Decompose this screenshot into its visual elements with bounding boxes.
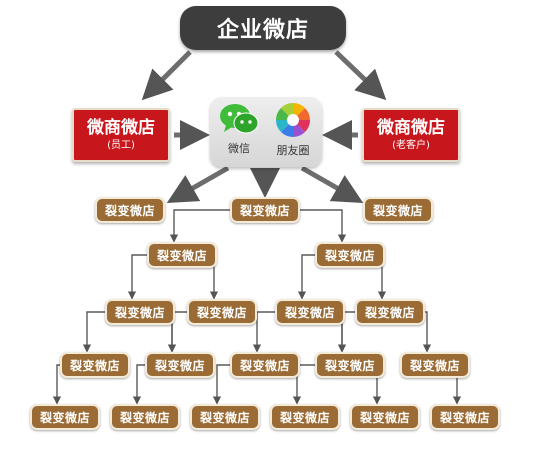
fission-shop-label: 裂变微店 [239, 358, 290, 373]
fission-shop-label: 裂变微店 [156, 248, 207, 263]
wechat-icon [220, 104, 259, 134]
wechat-shop-staff-node: 微商微店 (员工) [72, 108, 170, 162]
fission-shop-label: 裂变微店 [324, 248, 375, 263]
wechat-label: 微信 [228, 142, 250, 155]
fission-shop-node: 裂变微店 [187, 299, 257, 325]
flow-arrow [300, 165, 364, 203]
connector-line [252, 311, 275, 353]
fission-shop-node: 裂变微店 [145, 352, 215, 378]
fission-shop-node: 裂变微店 [110, 404, 180, 430]
enterprise-shop-label: 企业微店 [216, 18, 309, 43]
connector-line [132, 364, 145, 405]
fission-shop-label: 裂变微店 [154, 358, 205, 373]
fission-shop-node: 裂变微店 [430, 404, 500, 430]
fission-shop-node: 裂变微店 [30, 404, 100, 430]
enterprise-shop-node: 企业微店 [180, 6, 346, 50]
fission-shop-label: 裂变微店 [372, 203, 423, 218]
fission-shop-label: 裂变微店 [69, 358, 120, 373]
fission-shop-node: 裂变微店 [400, 352, 470, 378]
fission-shop-node: 裂变微店 [270, 404, 340, 430]
connector-line [82, 311, 105, 353]
flow-arrow [141, 50, 192, 101]
fission-shop-label: 裂变微店 [279, 410, 330, 425]
fission-shop-label: 裂变微店 [114, 305, 165, 320]
moments-label: 朋友圈 [276, 144, 310, 157]
connector-line [127, 254, 147, 300]
fission-shop-label: 裂变微店 [359, 410, 410, 425]
social-hub-node: 微信 朋友圈 [210, 97, 322, 167]
connector-line [169, 209, 230, 243]
connector-line [212, 364, 230, 405]
wechat-shop-customer-node: 微商微店 (老客户) [362, 108, 460, 162]
fission-shop-node: 裂变微店 [230, 352, 300, 378]
fission-shop-label: 裂变微店 [196, 305, 247, 320]
fission-shop-label: 裂变微店 [324, 358, 375, 373]
connector-line [52, 364, 62, 405]
fission-shop-node: 裂变微店 [95, 197, 165, 223]
fission-shop-node: 裂变微店 [315, 352, 385, 378]
fission-shop-label: 裂变微店 [119, 410, 170, 425]
moments-icon [276, 103, 310, 137]
fission-shop-node: 裂变微店 [275, 299, 345, 325]
connector-line [297, 254, 315, 300]
fission-shop-node: 裂变微店 [105, 299, 175, 325]
wechat-shop-staff-sub: (员工) [107, 140, 135, 151]
fission-shop-node: 裂变微店 [315, 242, 385, 268]
flow-arrow [166, 165, 230, 203]
fission-shop-label: 裂变微店 [239, 203, 290, 218]
fission-shop-node: 裂变微店 [190, 404, 260, 430]
fission-shop-label: 裂变微店 [104, 203, 155, 218]
fission-shop-node: 裂变微店 [363, 197, 433, 223]
fission-shop-node: 裂变微店 [147, 242, 217, 268]
connector-line [422, 311, 432, 353]
flow-arrow [334, 50, 387, 101]
fission-shop-node: 裂变微店 [355, 299, 425, 325]
wechat-shop-staff-label: 微商微店 [87, 118, 155, 138]
fission-shop-label: 裂变微店 [199, 410, 250, 425]
wechat-shop-customer-sub: (老客户) [392, 140, 430, 151]
fission-shop-node: 裂变微店 [60, 352, 130, 378]
fission-shop-label: 裂变微店 [364, 305, 415, 320]
fission-shop-label: 裂变微店 [409, 358, 460, 373]
fission-shop-node: 裂变微店 [350, 404, 420, 430]
fission-shop-node: 裂变微店 [230, 197, 300, 223]
fission-shop-label: 裂变微店 [439, 410, 490, 425]
fission-shop-label: 裂变微店 [39, 410, 90, 425]
fission-shop-label: 裂变微店 [284, 305, 335, 320]
connector-line [300, 209, 347, 243]
wechat-shop-customer-label: 微商微店 [377, 118, 445, 138]
